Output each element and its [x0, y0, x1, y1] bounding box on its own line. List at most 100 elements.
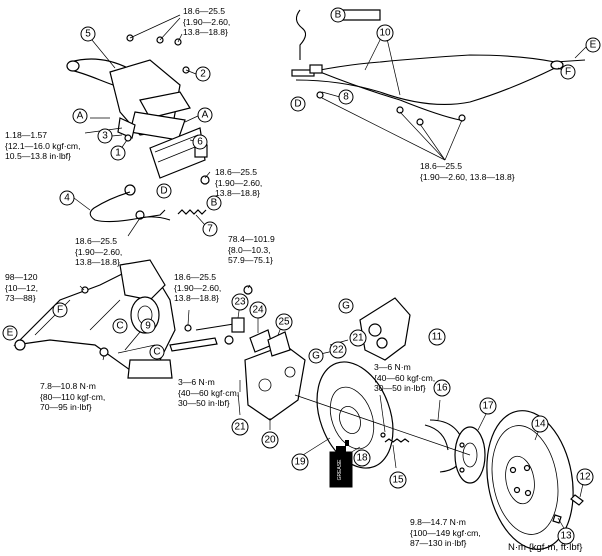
svg-text:22: 22 [332, 345, 344, 356]
svg-text:G: G [342, 301, 350, 312]
callout-8: 8 [338, 89, 354, 105]
torque-spec-t3: 18.6—25.5{1.90—2.60,13.8—18.8} [215, 167, 263, 198]
svg-text:13: 13 [560, 531, 572, 542]
svg-text:18: 18 [356, 453, 368, 464]
torque-spec-t4: 18.6—25.5{1.90—2.60,13.8—18.8} [75, 236, 123, 267]
svg-text:C: C [116, 321, 123, 332]
rear-parking-cables [291, 9, 586, 126]
svg-text:A: A [202, 110, 209, 121]
svg-text:21: 21 [234, 422, 246, 433]
grease-can: GREASE [329, 440, 353, 488]
callout-1: 1 [110, 145, 126, 161]
svg-text:6: 6 [197, 137, 203, 148]
torque-spec-t6: 78.4—101.9{8.0—10.3,57.9—75.1} [228, 234, 275, 265]
svg-text:20: 20 [264, 435, 276, 446]
ref-d-cable: D [290, 96, 306, 112]
callout-11: 11 [428, 328, 446, 346]
ref-c-bolt: C [149, 344, 165, 360]
ref-d-spring: D [156, 183, 172, 199]
torque-spec-t9: 3—6 N·m{40—60 kgf·cm,30—50 in·lbf} [178, 377, 240, 408]
svg-text:9: 9 [145, 321, 151, 332]
svg-text:3: 3 [102, 131, 108, 142]
ref-g-caliper: G [338, 298, 354, 314]
grease-label: GREASE [337, 459, 343, 481]
trailing-arm-and-knuckle [13, 259, 176, 379]
callout-25: 25 [275, 313, 293, 331]
reference-callouts: A A B B C C D D E E F F G G [2, 7, 601, 364]
svg-text:1: 1 [115, 148, 121, 159]
svg-text:25: 25 [278, 317, 290, 328]
svg-text:17: 17 [482, 401, 494, 412]
svg-text:14: 14 [534, 419, 546, 430]
ref-g-bracket: G [308, 348, 324, 364]
svg-text:A: A [77, 111, 84, 122]
torque-spec-t11: 7.8—10.8 N·m{80—110 kgf·cm,70—95 in·lbf} [40, 381, 106, 412]
ref-a-lever: A [72, 108, 88, 124]
torque-spec-t10: 3—6 N·m{40—60 kgf·cm,30—50 in·lbf} [374, 362, 436, 393]
callout-20: 20 [261, 431, 279, 449]
svg-text:B: B [211, 198, 218, 209]
unit-legend: N·m {kgf·m, ft·lbf} [508, 542, 583, 553]
ref-c-arm: C [112, 318, 128, 334]
svg-text:15: 15 [392, 475, 404, 486]
front-parking-cable [89, 191, 207, 223]
callout-19: 19 [291, 453, 309, 471]
ref-b-cable: B [206, 195, 222, 211]
ref-b-top: B [330, 7, 346, 23]
svg-text:12: 12 [579, 472, 591, 483]
callout-5: 5 [80, 26, 96, 42]
bolt-9-parts [169, 322, 241, 352]
torque-spec-t7: 98—120{10—12,73—88} [5, 272, 38, 303]
torque-spec-t1: 18.6—25.5{1.90—2.60,13.8—18.8} [183, 6, 231, 37]
svg-text:2: 2 [200, 69, 206, 80]
svg-text:D: D [294, 99, 301, 110]
svg-text:4: 4 [64, 193, 70, 204]
brake-pads [231, 285, 291, 357]
callout-14: 14 [531, 415, 549, 433]
ref-e-cable: E [585, 37, 601, 53]
svg-text:23: 23 [234, 297, 246, 308]
torque-spec-t12: 9.8—14.7 N·m{100—149 kgf·cm,87—130 in·lb… [410, 517, 481, 548]
axle-line [294, 394, 471, 456]
callout-16: 16 [433, 379, 451, 397]
callout-15: 15 [389, 471, 407, 489]
callout-4: 4 [59, 190, 75, 206]
callout-13: 13 [557, 527, 575, 545]
dust-shield [316, 361, 394, 469]
svg-text:B: B [335, 10, 342, 21]
ref-f-cable: F [560, 64, 576, 80]
callout-9: 9 [140, 318, 156, 334]
callout-22: 22 [329, 341, 347, 359]
callout-18: 18 [353, 449, 371, 467]
ref-a-bracket: A [197, 107, 213, 123]
part-callouts: 1 2 3 4 5 6 7 8 9 10 11 12 13 14 15 16 1… [59, 24, 594, 545]
torque-spec-t8: 18.6—25.5{1.90—2.60,13.8—18.8} [174, 272, 222, 303]
leader-lines [73, 14, 589, 531]
callout-24: 24 [249, 301, 267, 319]
callout-6: 6 [192, 134, 208, 150]
callout-3: 3 [97, 128, 113, 144]
svg-text:11: 11 [432, 332, 443, 343]
callout-7: 7 [202, 221, 218, 237]
svg-text:7: 7 [207, 224, 213, 235]
svg-text:E: E [7, 328, 14, 339]
svg-text:C: C [153, 347, 160, 358]
callout-21a: 21 [231, 418, 249, 436]
callout-10: 10 [376, 24, 394, 42]
ref-f-arm: F [52, 302, 68, 318]
svg-text:19: 19 [294, 457, 306, 468]
svg-text:D: D [160, 186, 167, 197]
svg-text:5: 5 [85, 29, 91, 40]
bleeder-screw [380, 432, 410, 443]
callout-12: 12 [576, 468, 594, 486]
callout-2: 2 [195, 66, 211, 82]
svg-text:10: 10 [379, 28, 391, 39]
svg-text:F: F [57, 305, 63, 316]
torque-spec-t2: 1.18—1.57{12.1—16.0 kgf·cm,10.5—13.8 in·… [5, 130, 81, 161]
svg-text:8: 8 [343, 92, 349, 103]
svg-text:E: E [590, 40, 597, 51]
svg-text:21: 21 [352, 333, 364, 344]
torque-spec-t5: 18.6—25.5{1.90—2.60, 13.8—18.8} [420, 161, 515, 182]
